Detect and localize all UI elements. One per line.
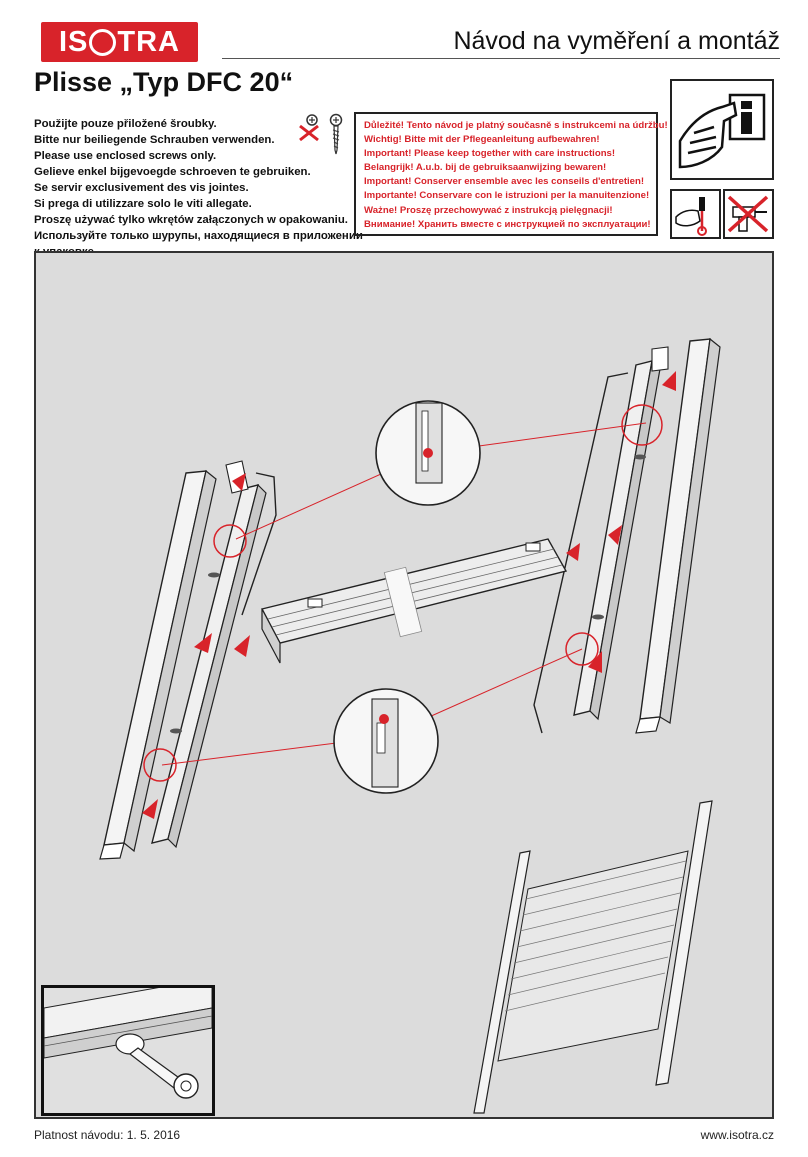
no-power-drill-icon <box>723 189 774 239</box>
screw-instruction-cs: Použijte pouze přiložené šroubky. <box>34 118 217 130</box>
assembled-blind-preview <box>473 800 713 1114</box>
logo-o-ring <box>89 28 117 56</box>
manual-info-icon <box>670 79 774 180</box>
notice-line-cs: Důležité! Tento návod je platný současně… <box>364 120 668 131</box>
website-link[interactable]: www.isotra.cz <box>700 1128 774 1142</box>
notice-line-pl: Ważne! Proszę przechowywać z instrukcją … <box>364 204 613 216</box>
notice-line-ru: Внимание! Хранить вместе с инструкцией п… <box>364 218 651 230</box>
screw-instruction-nl: Gelieve enkel bijgevoegde schroeven te g… <box>34 166 311 178</box>
notice-line-de: Wichtig! Bitte mit der Pflegeanleitung a… <box>364 134 600 146</box>
isotra-logo: IS TRA <box>41 22 198 62</box>
screw-instruction-it: Si prega di utilizzare solo le viti alle… <box>34 198 252 210</box>
direction-arrows <box>142 371 676 819</box>
screw-marks <box>170 454 646 734</box>
title-divider <box>222 58 780 59</box>
notice-line-en: Important! Please keep together with car… <box>364 148 616 160</box>
screw-instruction-de: Bitte nur beiliegende Schrauben verwende… <box>34 134 275 146</box>
left-rail-profile <box>151 460 277 849</box>
forbidden-screw-icon <box>299 114 319 142</box>
right-rail-cover <box>635 337 721 734</box>
notice-line-fr: Important! Conserver ensemble avec les c… <box>364 176 645 188</box>
care-instructions-notice: Důležité! Tento návod je platný současně… <box>354 112 668 236</box>
notice-line-it: Importante! Conservare con le istruzioni… <box>364 190 650 202</box>
allowed-screw-icon <box>329 113 343 155</box>
validity-date: Platnost návodu: 1. 5. 2016 <box>34 1128 181 1142</box>
document-title: Návod na vyměření a montáž <box>453 27 780 55</box>
screw-icons <box>292 110 352 156</box>
plisse-blind-body <box>260 538 568 664</box>
detail-callout-top <box>213 400 663 558</box>
screwdriver-icon <box>670 189 721 239</box>
detail-callout-bottom <box>143 632 599 794</box>
inset-detail <box>41 985 215 1116</box>
screw-instruction-fr: Se servir exclusivement des vis jointes. <box>34 182 249 194</box>
product-title: Plisse „Typ DFC 20“ <box>34 67 294 97</box>
logo-text-pre: IS <box>58 25 89 58</box>
logo-text-post: TRA <box>117 25 180 58</box>
screw-instruction-pl: Proszę używać tylko wkrętów załączonych … <box>34 214 348 226</box>
screw-instruction-en: Please use enclosed screws only. <box>34 150 217 162</box>
installation-diagram <box>34 251 774 1119</box>
notice-line-nl: Belangrijk! A.u.b. bij de gebruiksaanwij… <box>364 162 607 174</box>
